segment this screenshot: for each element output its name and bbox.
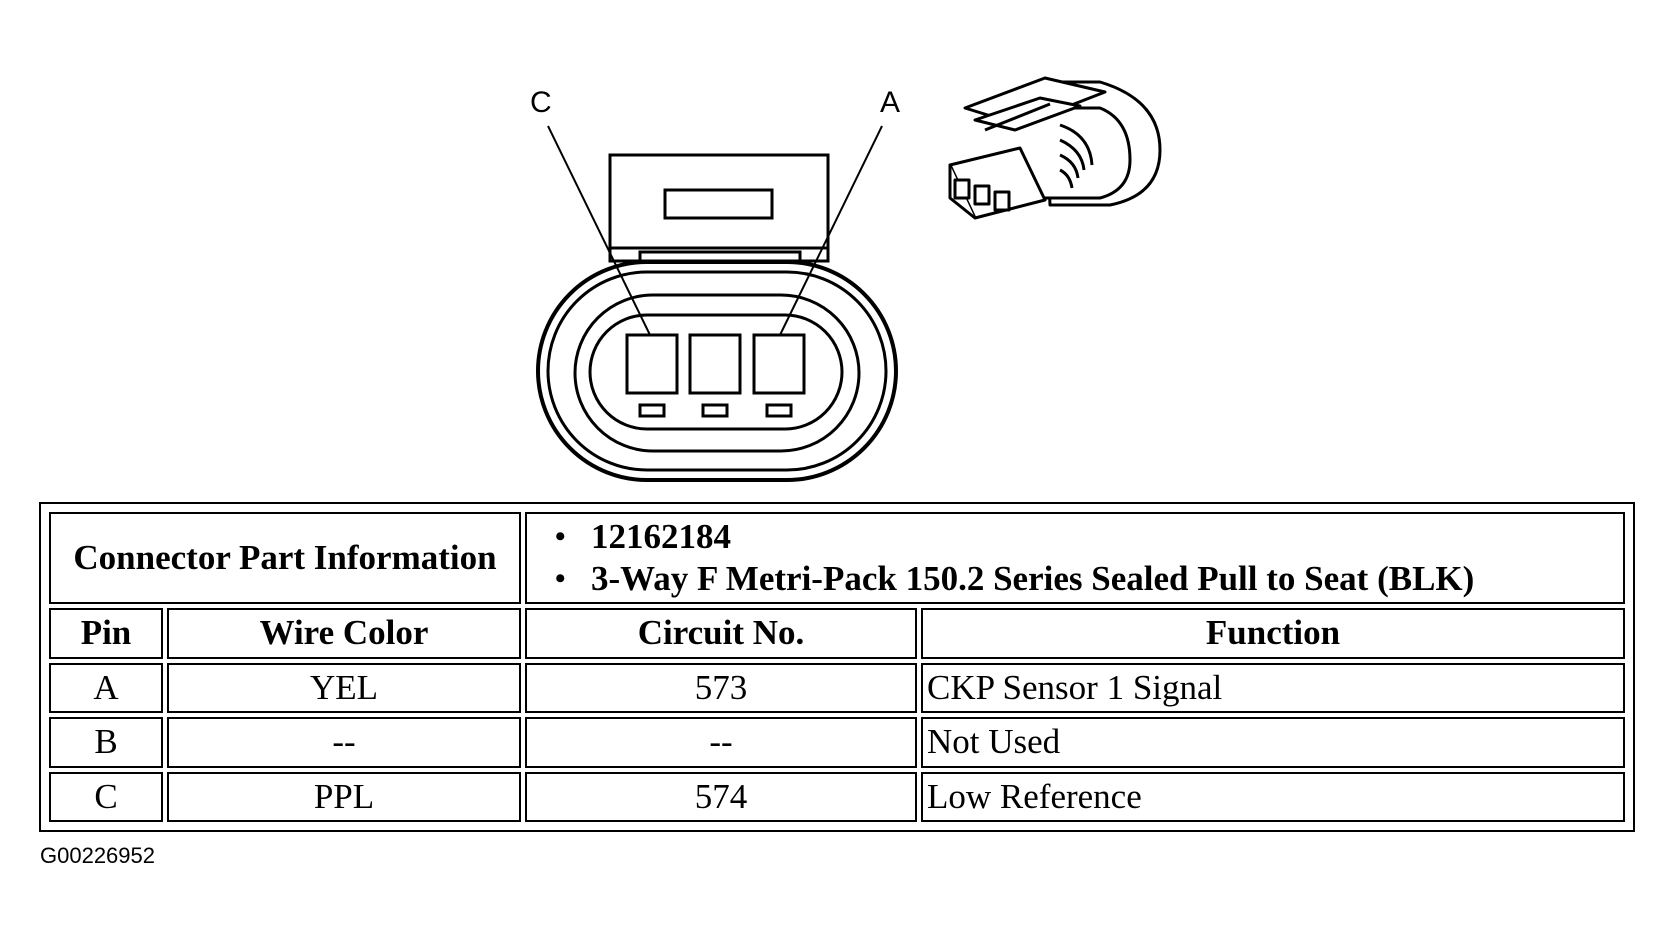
pin-label-a: A	[880, 86, 900, 119]
table-header-row: Pin Wire Color Circuit No. Function	[49, 608, 1625, 659]
connector-pinout-table: Connector Part Information 12162184 3-Wa…	[39, 502, 1635, 832]
part-number-list: 12162184 3-Way F Metri-Pack 150.2 Series…	[531, 516, 1619, 600]
table-row: B -- -- Not Used	[49, 717, 1625, 768]
pin-cell: B	[49, 717, 163, 768]
part-numbers-cell: 12162184 3-Way F Metri-Pack 150.2 Series…	[525, 512, 1625, 604]
wire-color-cell: PPL	[167, 771, 521, 822]
connector-diagram: C A	[530, 76, 1162, 482]
pin-label-c: C	[530, 86, 552, 119]
function-cell: Not Used	[921, 717, 1625, 768]
function-cell: Low Reference	[921, 771, 1625, 822]
header-circuit-no: Circuit No.	[525, 608, 917, 659]
wire-color-cell: YEL	[167, 662, 521, 713]
pin-leader-lines	[547, 125, 883, 336]
pin-cell: C	[49, 771, 163, 822]
part-number-item: 12162184	[555, 516, 1619, 558]
circuit-cell: 573	[525, 662, 917, 713]
pin-cell: A	[49, 662, 163, 713]
table-row: A YEL 573 CKP Sensor 1 Signal	[49, 662, 1625, 713]
connector-face-icon	[536, 153, 898, 482]
function-cell: CKP Sensor 1 Signal	[921, 662, 1625, 713]
header-pin: Pin	[49, 608, 163, 659]
connector-3d-icon	[948, 76, 1162, 220]
header-function: Function	[921, 608, 1625, 659]
part-number-item: 3-Way F Metri-Pack 150.2 Series Sealed P…	[555, 558, 1619, 600]
figure-id: G00226952	[40, 843, 155, 868]
table-row: C PPL 574 Low Reference	[49, 771, 1625, 822]
circuit-cell: --	[525, 717, 917, 768]
circuit-cell: 574	[525, 771, 917, 822]
part-info-label: Connector Part Information	[49, 512, 521, 604]
part-info-row: Connector Part Information 12162184 3-Wa…	[49, 512, 1625, 604]
header-wire-color: Wire Color	[167, 608, 521, 659]
wire-color-cell: --	[167, 717, 521, 768]
